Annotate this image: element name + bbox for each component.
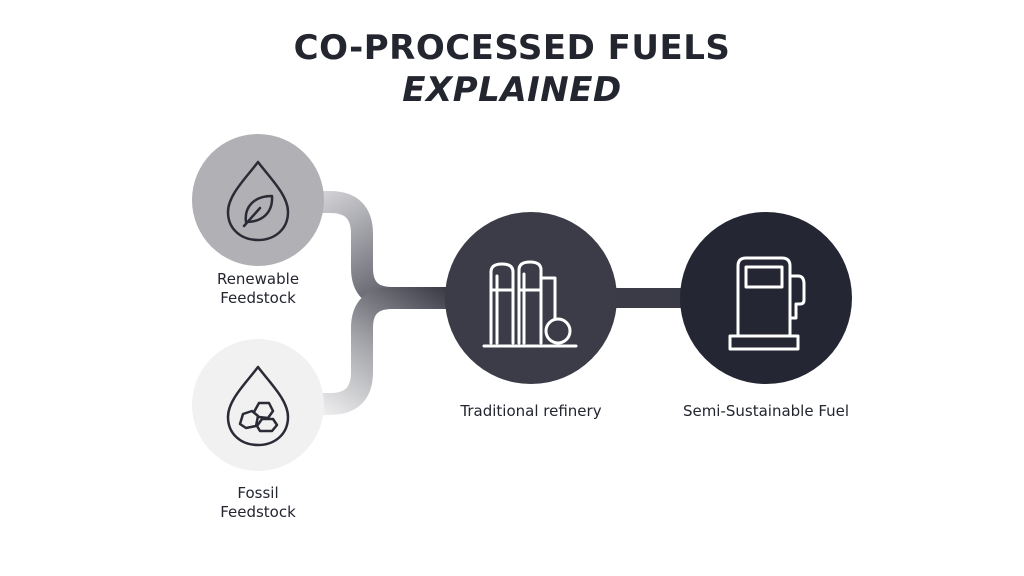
renewable-label-line-1: Renewable (216, 270, 300, 288)
fossil-node (192, 339, 324, 471)
title-line-2: EXPLAINED (402, 70, 622, 110)
renewable-label-line-2: Feedstock (220, 289, 296, 307)
fossil-label: Fossil Feedstock (188, 484, 328, 522)
renewable-node (192, 134, 324, 266)
fossil-label-line-1: Fossil (237, 484, 279, 502)
renewable-label: Renewable Feedstock (188, 270, 328, 308)
leaf-drop-icon (226, 160, 290, 242)
connector-fossil (300, 287, 460, 415)
fuel-pump-icon (728, 256, 806, 351)
fuel-node (680, 212, 852, 384)
refinery-icon (482, 260, 578, 348)
fuel-label: Semi-Sustainable Fuel (682, 402, 850, 420)
title-line-1: CO-PROCESSED FUELS (293, 28, 731, 68)
refinery-node (445, 212, 617, 384)
coal-drop-icon (226, 365, 290, 447)
refinery-label: Traditional refinery (460, 402, 602, 420)
fossil-label-line-2: Feedstock (220, 503, 296, 521)
